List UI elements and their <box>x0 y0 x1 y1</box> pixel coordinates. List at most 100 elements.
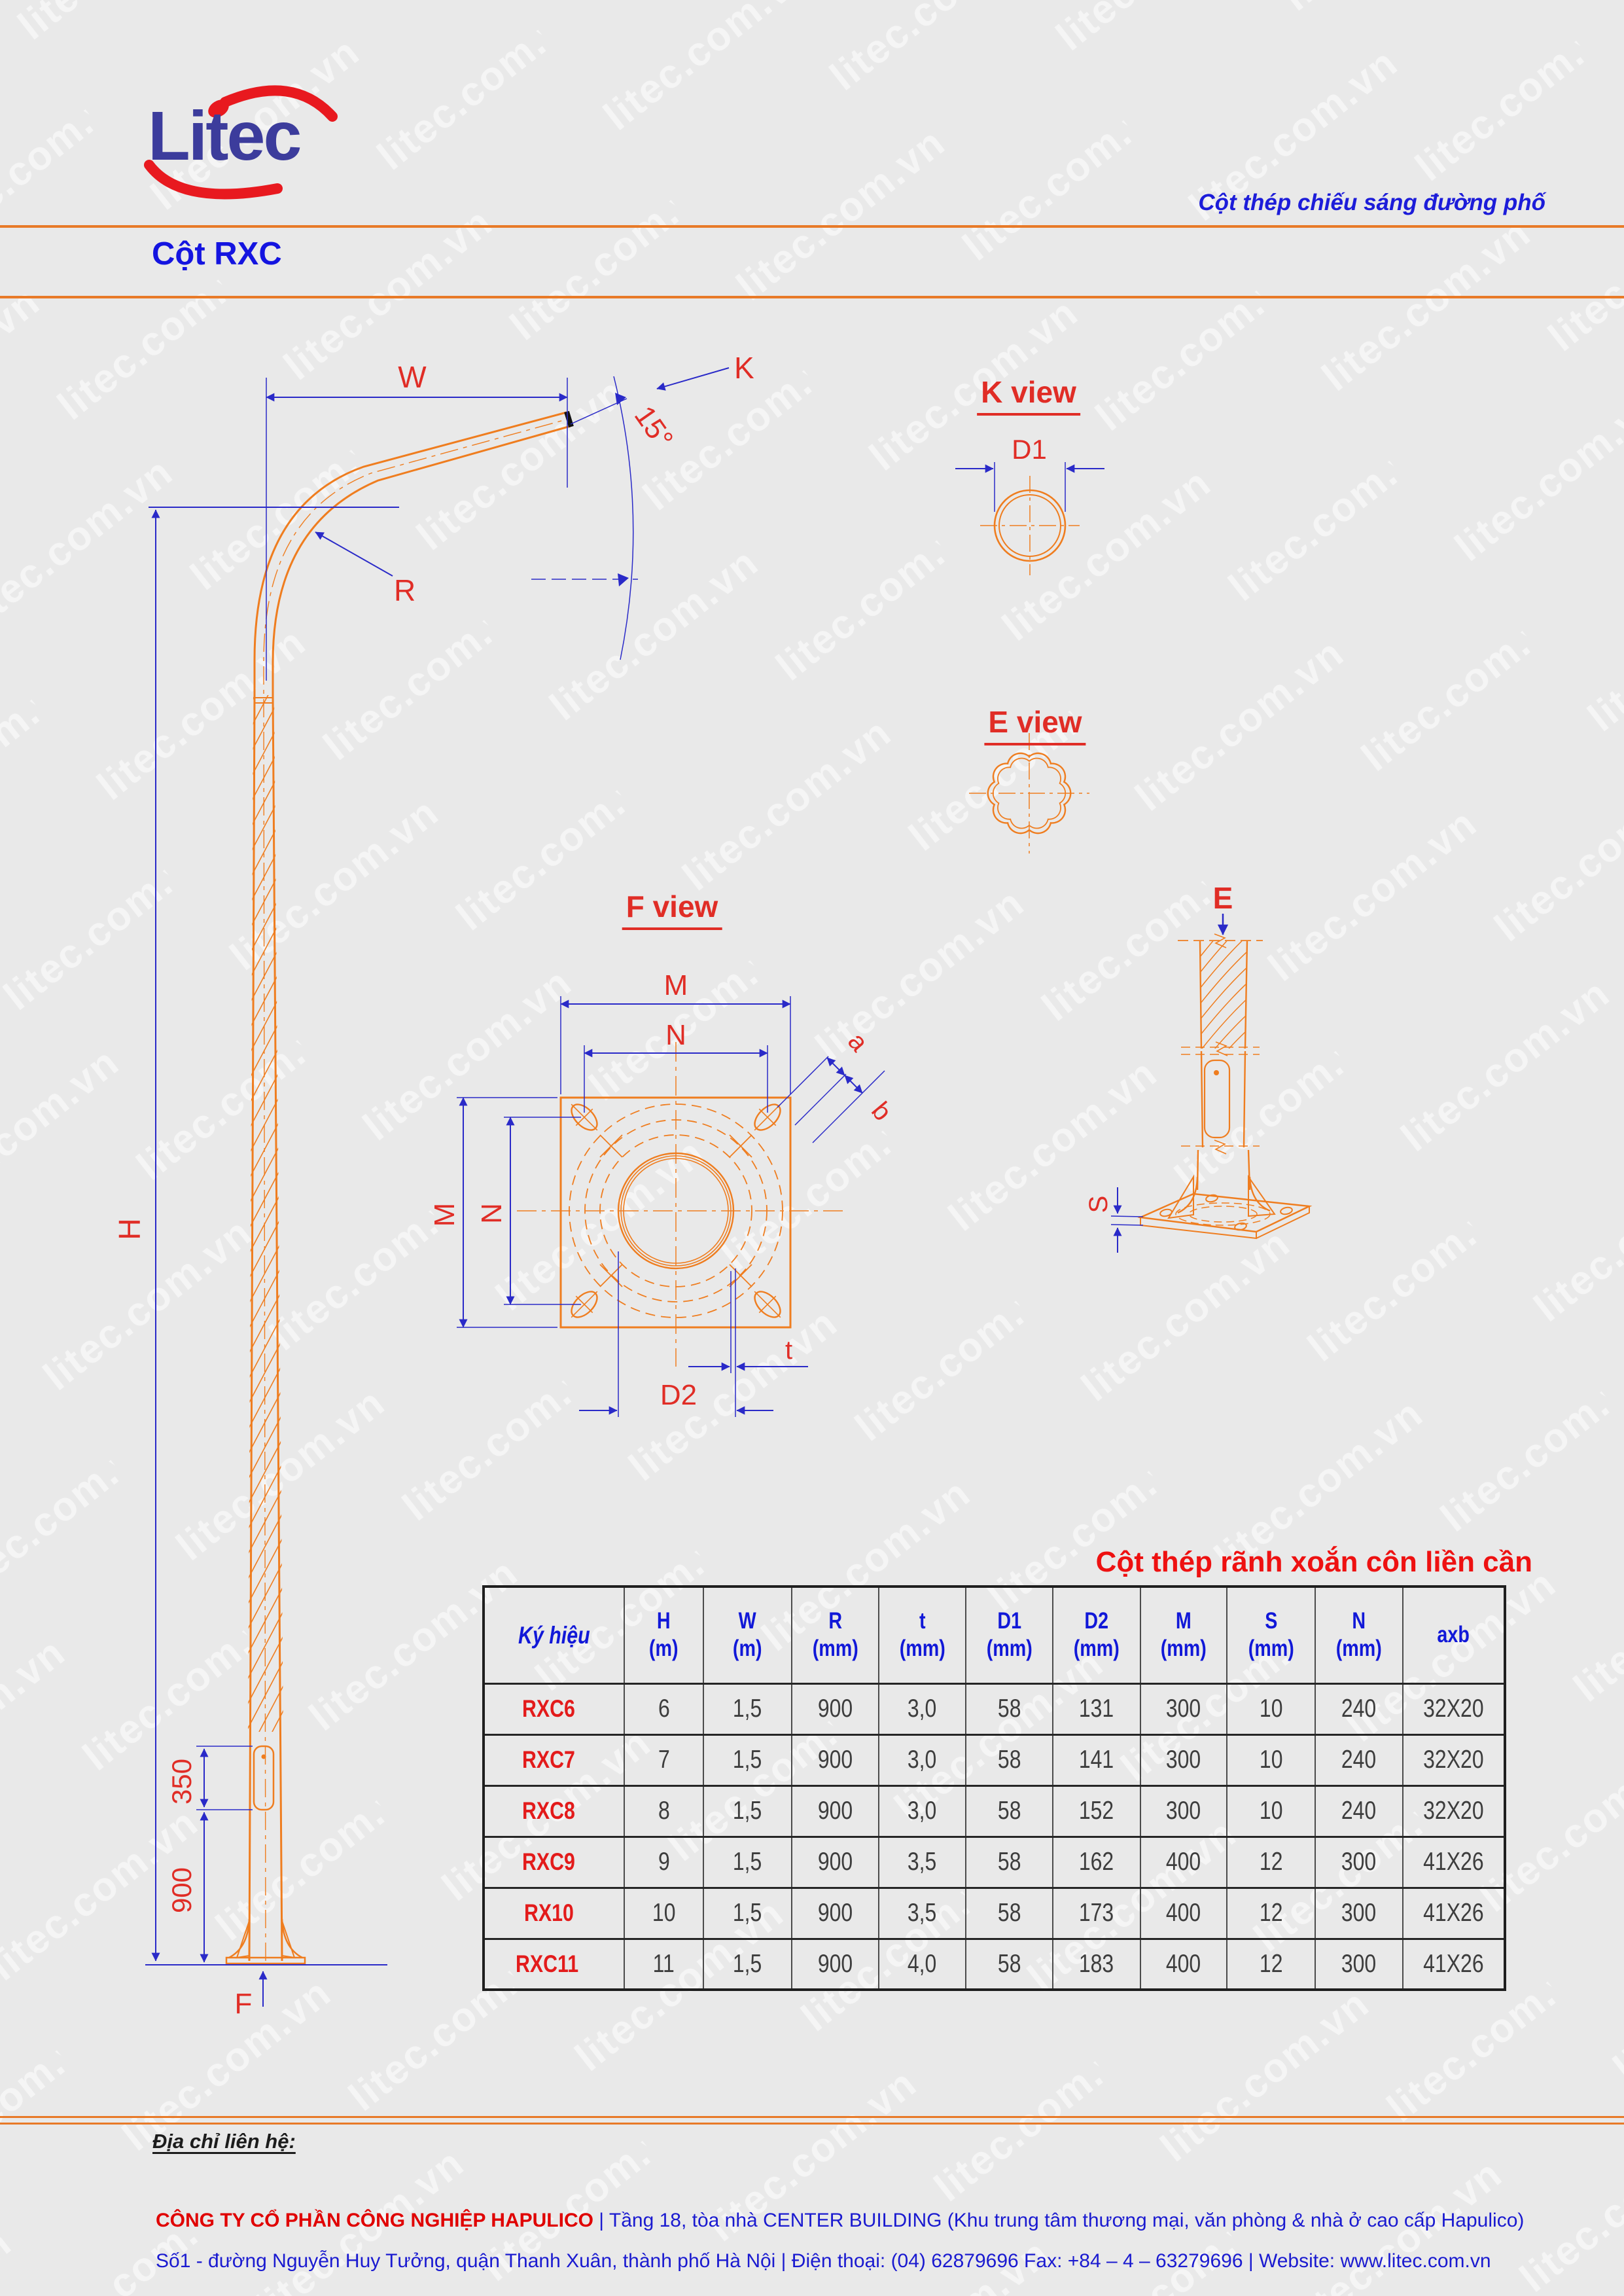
label-900: 900 <box>166 1867 197 1913</box>
e-view-drawing <box>969 733 1089 853</box>
value-cell: 3,0 <box>878 1784 966 1838</box>
value-cell: 58 <box>965 1682 1053 1736</box>
label-m-left: M <box>429 1203 461 1227</box>
value-cell: 10 <box>624 1886 704 1940</box>
row-label-cell: RXC11 <box>483 1937 625 1991</box>
value-cell: 12 <box>1226 1937 1316 1991</box>
footer-line-1: CÔNG TY CỔ PHẦN CÔNG NGHIỆP HAPULICO | T… <box>156 2210 1569 2232</box>
logo-swoosh-icon <box>144 85 338 200</box>
divider-title <box>0 296 1624 298</box>
divider-top <box>0 225 1624 228</box>
logo-text: Litec <box>148 98 302 175</box>
value-cell: 58 <box>965 1733 1053 1787</box>
column-header-cell: S(mm) <box>1226 1585 1316 1685</box>
column-header-cell: W(m) <box>703 1585 792 1685</box>
value-cell: 300 <box>1140 1733 1227 1787</box>
value-cell: 162 <box>1052 1835 1141 1889</box>
label-d2: D2 <box>660 1379 697 1411</box>
value-cell: 300 <box>1140 1784 1227 1838</box>
label-h: H <box>113 1218 147 1240</box>
value-cell: 900 <box>791 1937 879 1991</box>
value-cell: 240 <box>1315 1784 1403 1838</box>
value-cell: 900 <box>791 1835 879 1889</box>
pole-dimensions <box>145 367 730 2007</box>
f-view-title: F view <box>622 889 722 930</box>
value-cell: 152 <box>1052 1784 1141 1838</box>
value-cell: 900 <box>791 1886 879 1940</box>
value-cell: 8 <box>624 1784 704 1838</box>
value-cell: 300 <box>1315 1886 1403 1940</box>
bolt-slots <box>571 1103 781 1318</box>
value-cell: 3,5 <box>878 1886 966 1940</box>
value-cell: 400 <box>1140 1886 1227 1940</box>
label-s: S <box>1084 1196 1113 1213</box>
value-cell: 3,5 <box>878 1835 966 1889</box>
k-view-title: K view <box>977 374 1080 416</box>
value-cell: 131 <box>1052 1682 1141 1736</box>
value-cell: 300 <box>1315 1835 1403 1889</box>
value-cell: 58 <box>965 1937 1053 1991</box>
value-cell: 1,5 <box>703 1886 792 1940</box>
label-350: 350 <box>166 1759 197 1804</box>
value-cell: 173 <box>1052 1886 1141 1940</box>
value-cell: 41X26 <box>1402 1937 1506 1991</box>
value-cell: 58 <box>965 1886 1053 1940</box>
spiral-texture <box>1201 941 1246 1049</box>
value-cell: 58 <box>965 1835 1053 1889</box>
value-cell: 32X20 <box>1402 1682 1506 1736</box>
value-cell: 1,5 <box>703 1733 792 1787</box>
tagline: Cột thép chiếu sáng đường phố <box>1198 190 1545 215</box>
value-cell: 9 <box>624 1835 704 1889</box>
value-cell: 41X26 <box>1402 1835 1506 1889</box>
footer-rule-1 <box>0 2116 1624 2118</box>
column-header-cell: t(mm) <box>878 1585 966 1685</box>
column-header-cell: N(mm) <box>1315 1585 1403 1685</box>
value-cell: 32X20 <box>1402 1784 1506 1838</box>
base-3d-dimensions <box>1110 914 1229 1253</box>
column-header-cell: R(mm) <box>791 1585 879 1685</box>
value-cell: 6 <box>624 1682 704 1736</box>
value-cell: 900 <box>791 1784 879 1838</box>
value-cell: 400 <box>1140 1835 1227 1889</box>
label-m-top: M <box>664 969 688 1001</box>
column-header-cell: H(m) <box>624 1585 704 1685</box>
access-door-3d <box>1203 1059 1231 1139</box>
value-cell: 1,5 <box>703 1937 792 1991</box>
value-cell: 300 <box>1140 1682 1227 1736</box>
footer-company: CÔNG TY CỔ PHẦN CÔNG NGHIỆP HAPULICO <box>156 2210 593 2231</box>
value-cell: 1,5 <box>703 1835 792 1889</box>
column-header-cell: M(mm) <box>1140 1585 1227 1685</box>
row-label-cell: RXC6 <box>483 1682 625 1736</box>
k-view-drawing <box>955 462 1104 575</box>
value-cell: 240 <box>1315 1733 1403 1787</box>
pole-side-drawing <box>225 410 574 1965</box>
value-cell: 3,0 <box>878 1682 966 1736</box>
footer-address-1: Tầng 18, tòa nhà CENTER BUILDING (Khu tr… <box>609 2210 1525 2231</box>
value-cell: 3,0 <box>878 1733 966 1787</box>
value-cell: 400 <box>1140 1937 1227 1991</box>
e-view-title: E view <box>984 704 1086 745</box>
footer-line-2: Số1 - đường Nguyễn Huy Tưởng, quận Thanh… <box>156 2250 1491 2272</box>
label-r: R <box>394 573 415 607</box>
label-d1: D1 <box>1012 434 1047 465</box>
value-cell: 300 <box>1315 1937 1403 1991</box>
value-cell: 1,5 <box>703 1784 792 1838</box>
label-k: K <box>734 351 754 385</box>
f-view-dimensions <box>457 996 885 1417</box>
table-title: Cột thép rãnh xoắn côn liền cần <box>1095 1546 1532 1578</box>
access-door <box>253 1745 275 1811</box>
footer-rule-2 <box>0 2123 1624 2125</box>
row-label-cell: RXC7 <box>483 1733 625 1787</box>
page-title: Cột RXC <box>152 236 282 272</box>
value-cell: 183 <box>1052 1937 1141 1991</box>
column-header-cell: axb <box>1402 1585 1506 1685</box>
label-n-left: N <box>476 1203 508 1224</box>
value-cell: 1,5 <box>703 1682 792 1736</box>
logo: Litec <box>139 79 348 203</box>
